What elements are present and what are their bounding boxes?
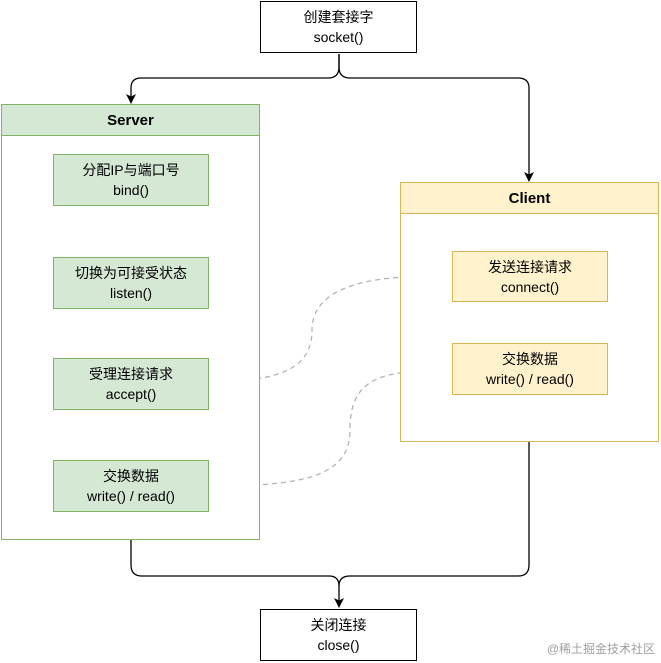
server-to-close-connector [130, 540, 344, 608]
server-bind-node: 分配IP与端口号 bind() [53, 154, 209, 206]
client-exchange-node: 交换数据 write() / read() [452, 343, 608, 395]
server-exchange-node-title: 交换数据 [103, 468, 159, 484]
listen-node-title: 切换为可接受状态 [75, 265, 187, 281]
accept-node-title: 受理连接请求 [89, 366, 173, 382]
client-exchange-node-call: write() / read() [486, 371, 574, 387]
listen-node-call: listen() [109, 285, 152, 301]
close-box-title: 关闭连接 [310, 617, 367, 633]
server-exchange-node: 交换数据 write() / read() [53, 460, 209, 512]
server-accept-node: 受理连接请求 accept() [53, 358, 209, 410]
server-listen-node: 切换为可接受状态 listen() [53, 257, 209, 309]
close-box-call: close() [317, 637, 360, 653]
socket-to-server-arrow [126, 54, 340, 104]
client-group-header: Client [401, 183, 658, 214]
watermark-text: @稀土掘金技术社区 [546, 642, 655, 656]
server-group-header: Server [2, 105, 259, 136]
accept-node-call: accept() [105, 386, 157, 402]
connect-node-call: connect() [500, 278, 560, 295]
bind-node-call: bind() [113, 182, 149, 198]
connect-request-dashed-arrow [208, 275, 453, 387]
bind-node-title: 分配IP与端口号 [82, 162, 180, 178]
close-box: 关闭连接 close() [260, 609, 417, 661]
client-to-close-connector [338, 442, 530, 587]
socket-box: 创建套接字 socket() [260, 1, 417, 53]
socket-to-client-arrow [338, 54, 534, 182]
client-exchange-node-title: 交换数据 [502, 351, 558, 367]
client-connect-node: 发送连接请求 connect() [452, 251, 608, 302]
server-exchange-node-call: write() / read() [87, 488, 175, 504]
client-group: Client [400, 182, 659, 442]
connect-node-title: 发送连接请求 [488, 258, 572, 275]
socket-box-call: socket() [313, 29, 364, 45]
socket-box-title: 创建套接字 [303, 9, 374, 25]
